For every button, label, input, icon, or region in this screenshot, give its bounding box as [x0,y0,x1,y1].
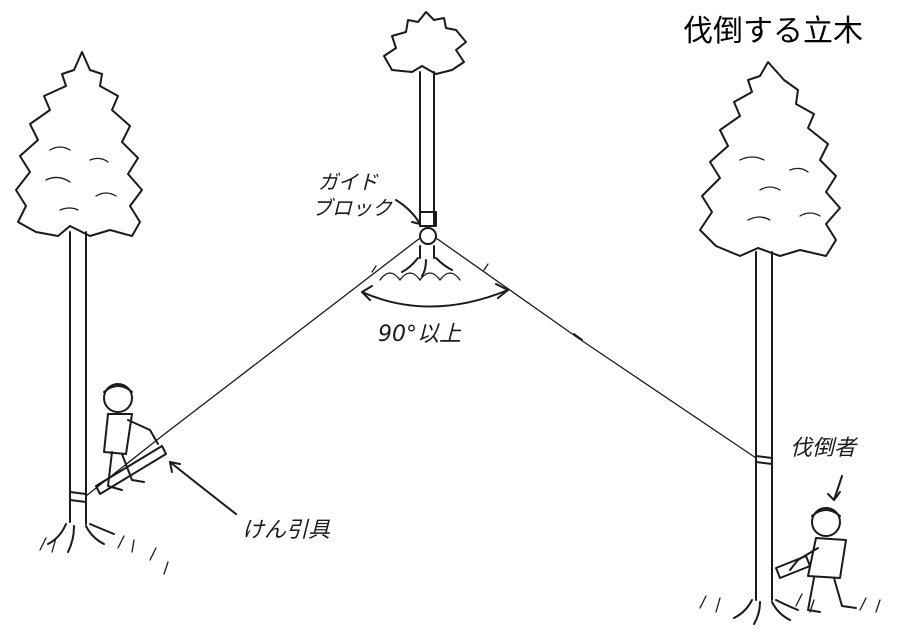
angle-arc [361,283,509,308]
guide-block-label-line1: ガイド [318,170,378,194]
puller-pointer-arrow [169,461,237,515]
rope-right-segment [435,237,757,459]
puller-label: けん引具 [242,518,331,543]
feller-label: 伐倒者 [790,436,857,461]
right-felled-tree [699,61,841,625]
pointer-arrows [169,199,843,515]
angle-label: 90°以上 [378,322,461,347]
block-pointer-arrow [395,199,421,225]
feller-worker [775,507,857,613]
rope-left-segment [85,237,421,497]
wire-rope [85,237,757,497]
chainsaw [775,555,811,579]
center-guide-tree [371,11,489,282]
rope-hook [573,333,583,341]
ground-grass [39,535,881,613]
puller-device [95,445,167,495]
guide-block-label-line2: ブロック [312,196,392,220]
feller-pointer-arrow [833,475,843,501]
puller-operator [95,383,167,495]
diagram-title: 伐倒する立木 [683,14,863,49]
left-anchor-tree [15,51,143,553]
